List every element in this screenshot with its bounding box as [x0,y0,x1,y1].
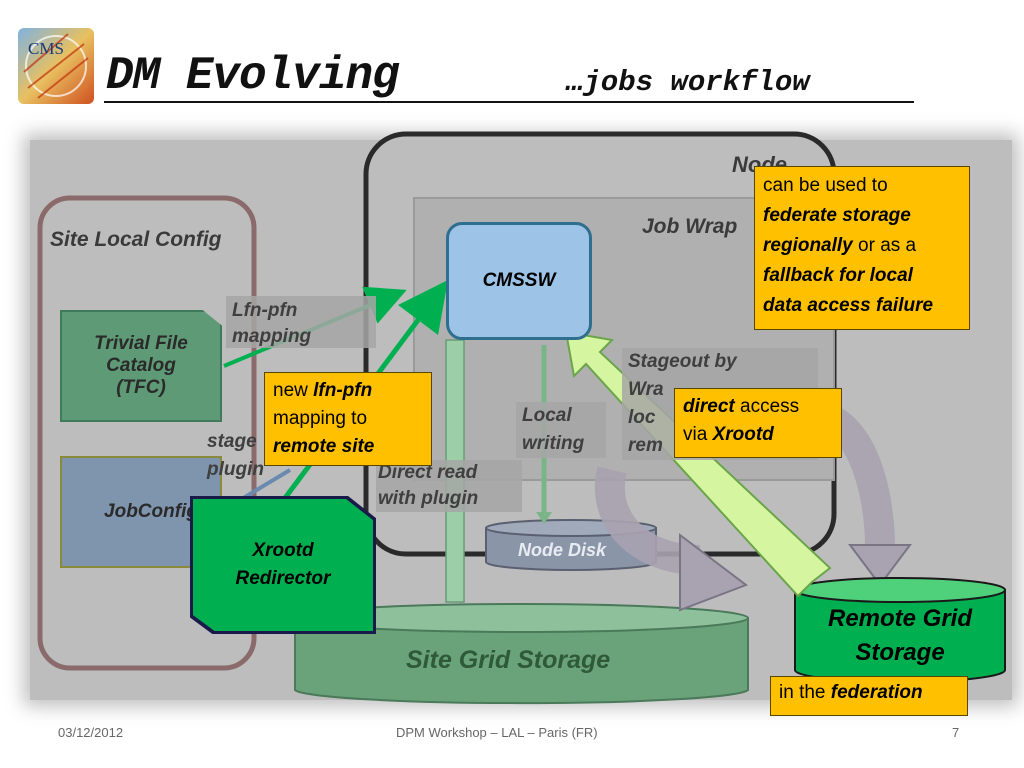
stage-plugin-line2: plugin [207,459,264,480]
new-mapping-callout: new lfn-pfn mapping to remote site [264,372,432,466]
lfn-pfn-label: Lfn-pfn mapping [232,298,311,350]
tfc-label-line2: Catalog [106,355,176,376]
footer-date: 03/12/2012 [58,725,124,740]
stageout-line3: loc [628,407,656,428]
cmssw-label: CMSSW [482,270,556,291]
site-grid-storage-label: Site Grid Storage [406,646,611,674]
federation-b: federation [830,682,923,703]
footer-page-number: 7 [952,725,960,740]
site-grid-storage-cylinder [293,603,749,705]
lfn-pfn-line2: mapping [232,326,312,347]
tfc-label-line1: Trivial File [94,333,188,354]
stageout-line4: rem [628,435,663,456]
stageout-line2: Wra [628,379,664,400]
jobconfig-label: JobConfig [104,501,198,522]
tfc-box: Trivial File Catalog (TFC) [60,310,222,422]
redirector-line2: Redirector [235,568,331,589]
direct-access-callout: direct access via Xrootd [674,388,842,458]
direct-read-line1: Direct read [378,462,478,483]
direct-read-line2: with plugin [378,488,479,509]
stageout-label: Stageout by Wra loc rem [628,348,737,460]
local-writing-arrowhead [536,512,552,524]
local-writing-line2: writing [522,433,585,454]
direct-read-label-bg [376,460,522,512]
remote-grid-line1: Remote Grid [827,605,973,632]
federate-line2: federate storage [763,205,911,226]
redirector-line1: Xrootd [252,540,314,561]
remote-grid-storage-label: Remote Grid Storage [800,602,1000,670]
stageout-arrowhead-right [848,544,912,587]
lfn-pfn-label-bg [226,296,376,348]
jobconfig-to-redirector-line [238,468,292,502]
direct-access-line2b: Xrootd [712,424,774,445]
title-underline [104,101,914,103]
stage-plugin-line1: stage [207,431,257,452]
new-mapping-line1b: lfn-pfn [313,380,373,401]
slide-title: DM Evolving [106,50,400,102]
local-writing-label: Local writing [522,402,584,458]
federate-line3b: or as a [852,235,917,256]
stageout-line1: Stageout by [628,351,737,372]
direct-access-line1b: access [734,396,800,417]
cmssw-box: CMSSW [446,222,592,340]
new-mapping-line1a: new [273,380,314,401]
stageout-arrowhead-left [679,532,749,612]
remote-grid-line2: Storage [855,639,945,666]
federate-callout: can be used to federate storage regional… [754,166,970,330]
federate-line4: fallback for local [763,265,913,286]
xrootd-redirector-box: Xrootd Redirector [193,499,373,631]
local-writing-line1: Local [522,405,572,426]
footer-center: DPM Workshop – LAL – Paris (FR) [396,725,598,740]
node-disk-label: Node Disk [518,540,607,560]
federation-callout: in the federation [770,676,968,716]
remote-grid-storage-cylinder [794,577,1006,683]
stageout-curved-arrow-right [823,406,895,546]
local-writing-label-bg [516,402,606,458]
direct-read-label: Direct read with plugin [378,460,478,512]
logo-text: CMS [28,39,64,58]
new-mapping-line2: mapping to [273,408,368,429]
direct-access-line2a: via [683,424,713,445]
cms-logo: CMS [18,28,94,104]
federate-line1: can be used to [763,175,888,196]
new-mapping-line3: remote site [273,436,375,457]
tfc-label-line3: (TFC) [116,377,166,398]
federation-a: in the [779,682,831,703]
site-local-config-label: Site Local Config [50,228,222,251]
federate-line3a: regionally [763,235,853,256]
slide-subtitle: …jobs workflow [566,66,810,99]
stage-plugin-label: stage plugin [207,428,264,484]
job-wrapper-label: Job Wrap [642,215,738,238]
lfn-pfn-line1: Lfn-pfn [232,300,298,321]
federate-line5: data access failure [763,295,934,316]
direct-access-line1a: direct [683,396,735,417]
